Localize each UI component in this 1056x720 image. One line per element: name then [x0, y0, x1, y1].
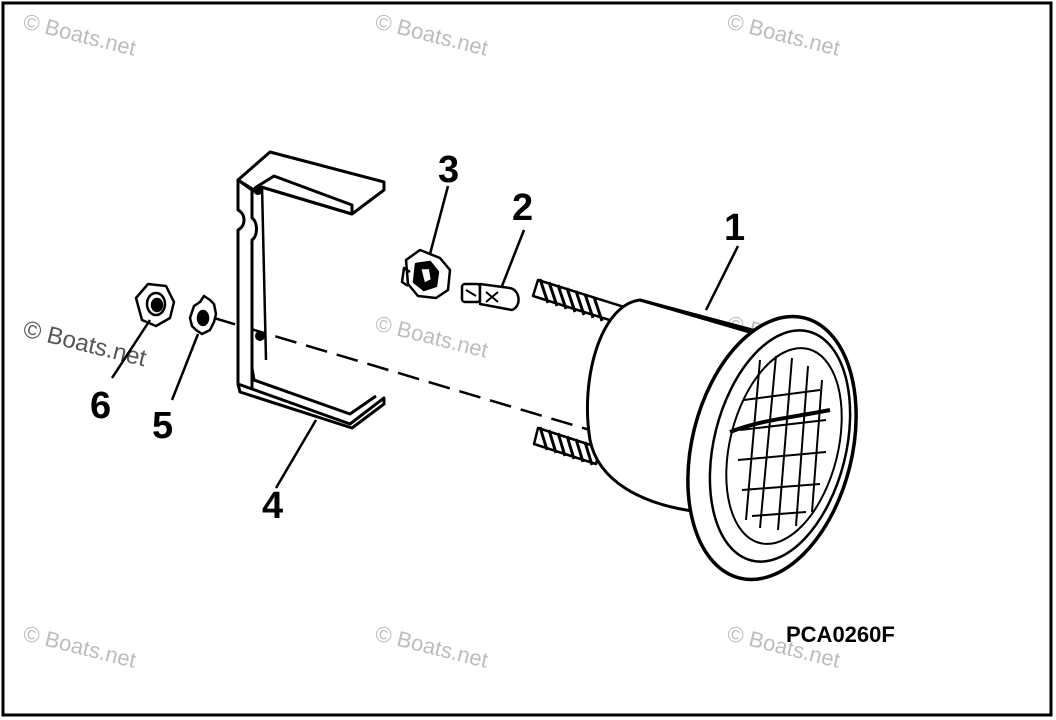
callout-socket: 3	[438, 149, 459, 191]
watermark: © Boats.net	[373, 311, 491, 363]
watermark: © Boats.net	[21, 9, 139, 61]
leader-gauge	[704, 245, 740, 311]
lock-washer-part	[188, 294, 218, 336]
leader-nut	[110, 319, 152, 379]
callout-bracket: 4	[262, 485, 283, 527]
gauge-dial	[725, 347, 843, 545]
socket-part	[400, 248, 452, 300]
watermark: © Boats.net	[373, 621, 491, 673]
watermark: © Boats.net	[725, 9, 843, 61]
leader-socket	[428, 185, 450, 255]
assembly-centerline	[213, 316, 641, 447]
leader-lock-washer	[170, 333, 200, 401]
watermark: © Boats.net	[21, 316, 150, 373]
leader-bracket	[274, 419, 318, 489]
bulb-part	[460, 282, 520, 312]
bracket-part	[236, 150, 386, 430]
watermark: © Boats.net	[373, 9, 491, 61]
nut-part	[134, 282, 176, 328]
callout-nut: 6	[90, 385, 111, 427]
callout-gauge: 1	[724, 207, 745, 249]
gauge-stud-lower	[532, 426, 602, 466]
callout-lock-washer: 5	[152, 405, 173, 447]
gauge-part	[531, 278, 858, 582]
leader-bulb	[500, 229, 526, 287]
drawing-code: PCA0260F	[786, 622, 895, 647]
leader-lines	[110, 185, 740, 489]
watermark: © Boats.net	[21, 621, 139, 673]
callout-bulb: 2	[512, 187, 533, 229]
